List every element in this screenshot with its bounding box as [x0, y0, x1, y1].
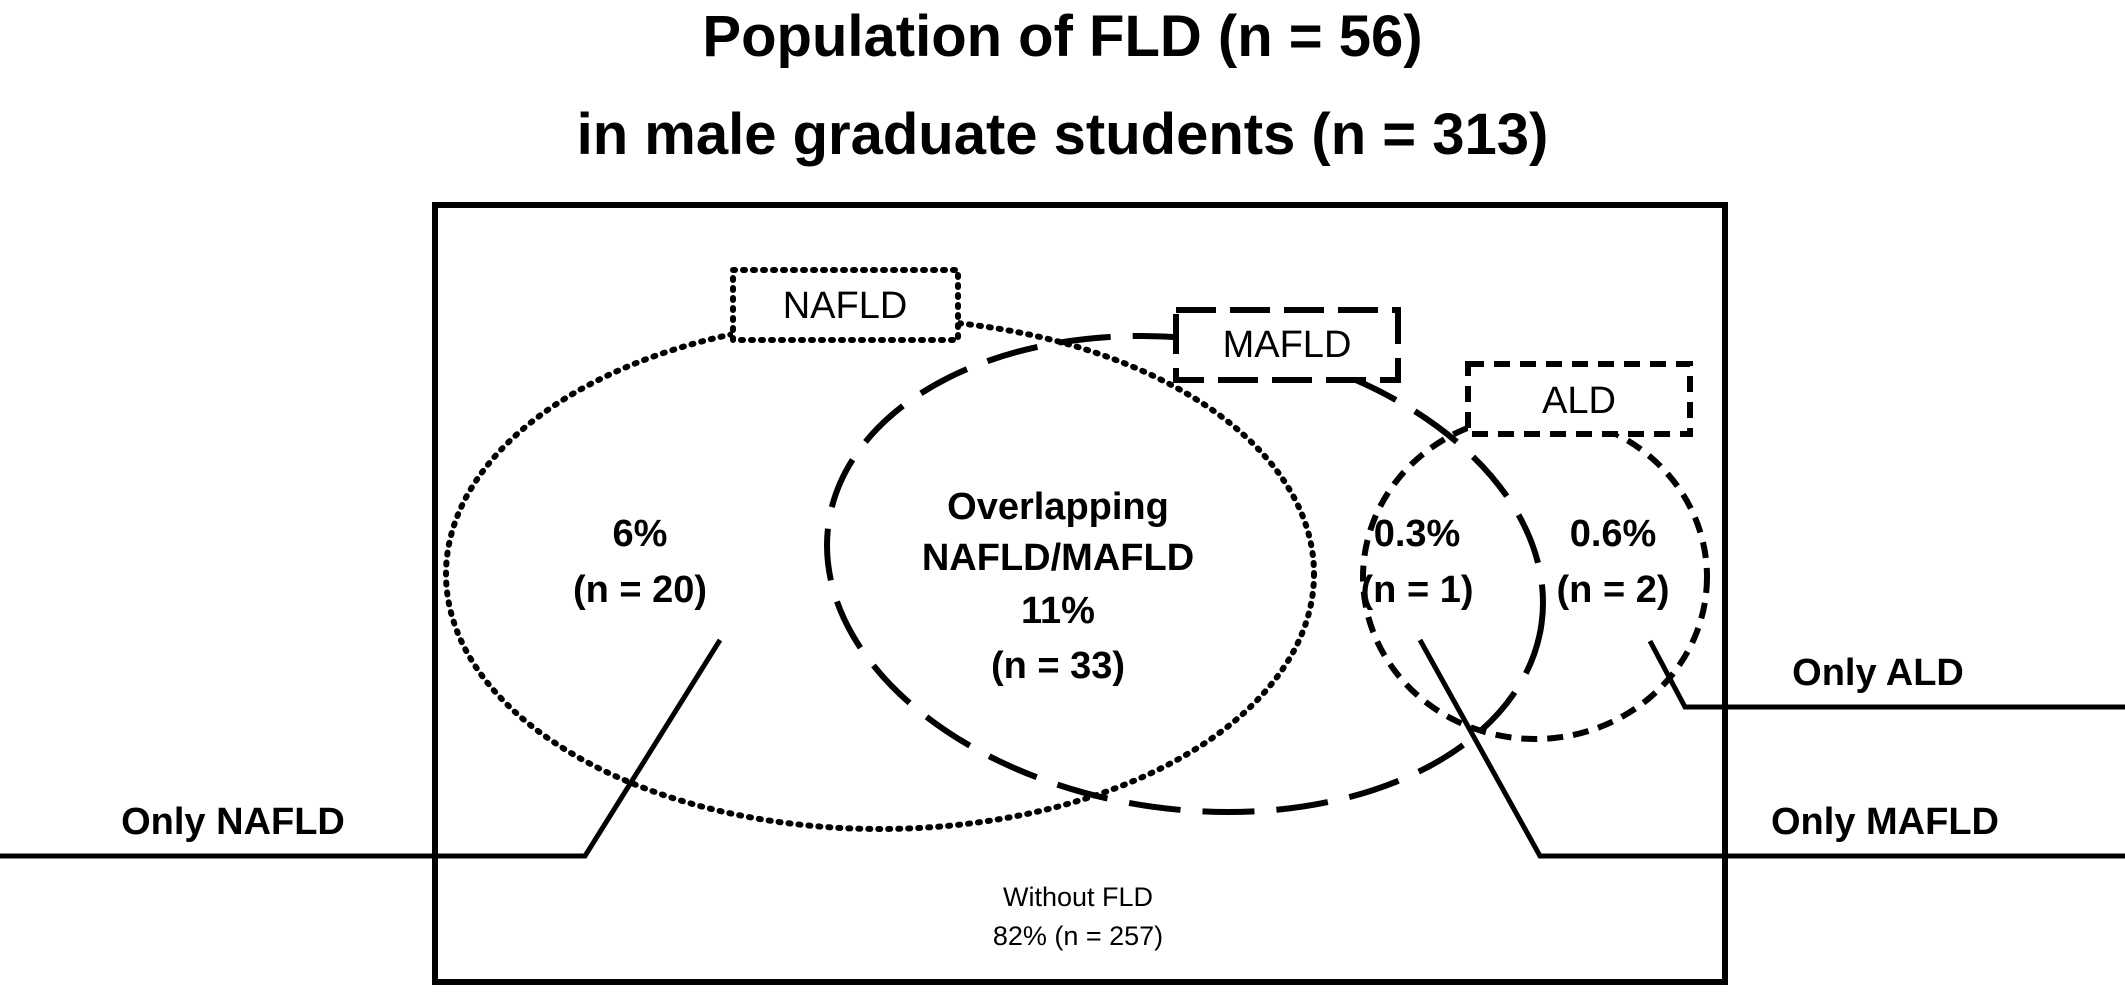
- mafld-label-box: MAFLD: [1173, 307, 1401, 383]
- region-only-ald: 0.6% (n = 2): [1557, 513, 1670, 611]
- ald-label: ALD: [1542, 380, 1616, 422]
- region-mafld-ald: 0.3% (n = 1): [1361, 513, 1474, 611]
- without-fld-label: Without FLD: [1003, 882, 1153, 912]
- overlap-count: (n = 33): [991, 645, 1125, 687]
- ald-label-box: ALD: [1465, 361, 1693, 437]
- nafld-label-box: NAFLD: [730, 267, 961, 343]
- overlap-label-line-1: Overlapping: [947, 486, 1169, 528]
- nafld-label: NAFLD: [783, 285, 908, 327]
- overlap-label-line-2: NAFLD/MAFLD: [922, 537, 1194, 579]
- without-fld-value: 82% (n = 257): [993, 921, 1163, 951]
- mafld-ald-count: (n = 1): [1361, 569, 1474, 611]
- only-nafld-count: (n = 20): [573, 569, 707, 611]
- chart-title-line-1: Population of FLD (n = 56): [702, 4, 1423, 69]
- only-nafld-callout: Only NAFLD: [121, 801, 345, 843]
- mafld-ald-percent: 0.3%: [1374, 513, 1461, 555]
- only-ald-percent: 0.6%: [1570, 513, 1657, 555]
- region-only-nafld: 6% (n = 20): [573, 513, 707, 611]
- only-mafld-callout: Only MAFLD: [1771, 801, 1999, 843]
- only-mafld-leader-line: [1417, 638, 2125, 859]
- population-frame: [432, 202, 1728, 985]
- only-ald-count: (n = 2): [1557, 569, 1670, 611]
- region-without-fld: Without FLD 82% (n = 257): [993, 882, 1163, 951]
- only-nafld-percent: 6%: [613, 513, 668, 555]
- mafld-label: MAFLD: [1223, 324, 1352, 366]
- region-overlap: Overlapping NAFLD/MAFLD 11% (n = 33): [922, 486, 1194, 687]
- chart-title-line-2: in male graduate students (n = 313): [576, 102, 1549, 167]
- only-nafld-leader-line: [0, 638, 723, 859]
- only-ald-callout: Only ALD: [1792, 652, 1964, 694]
- overlap-percent: 11%: [1021, 590, 1095, 632]
- only-ald-leader-line: [1647, 639, 2125, 710]
